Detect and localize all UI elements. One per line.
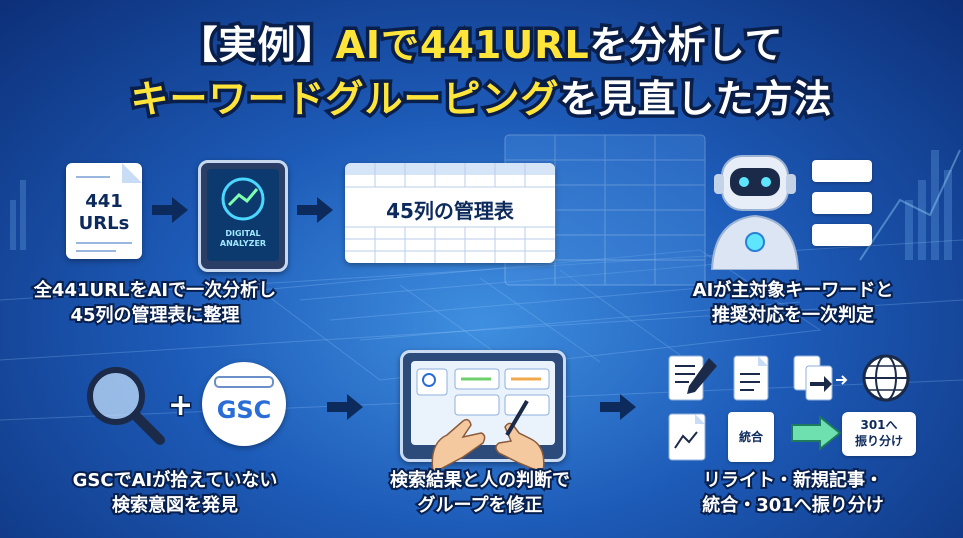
arrow-right-icon [297, 197, 333, 223]
caption-step-4: 検索結果と人の判断で グループを修正 [355, 468, 605, 518]
result-card-icon [812, 192, 872, 214]
title-line-2: キーワードグルーピングを見直した方法 [0, 68, 963, 125]
arrow-right-icon [327, 394, 363, 420]
redirect-document-icon [793, 355, 848, 401]
redirect-card: 301へ 振り分け [842, 412, 916, 456]
title-highlight-2: キーワードグルーピング [127, 74, 562, 125]
caption-step-2: AIが主対象キーワードと 推奨対応を一次判定 [658, 278, 928, 328]
analyzer-label-2: ANALYZER [219, 239, 267, 248]
digital-analyzer-device: DIGITAL ANALYZER [198, 160, 288, 272]
result-card-icon [812, 224, 872, 246]
caption-step-1: 全441URLをAIで一次分析し 45列の管理表に整理 [20, 278, 290, 328]
caption-step-3-line-2: 検索意図を発見 [110, 493, 240, 518]
gsc-label: GSC [216, 396, 272, 424]
document-fold [76, 163, 142, 252]
chart-document-icon [668, 413, 706, 461]
caption-step-3: GSCでAIが拾えていない 検索意図を発見 [40, 468, 310, 518]
urls-count: 441 [85, 191, 123, 212]
title-line-1: 【実例】AIで441URLを分析して [0, 14, 963, 71]
tablet-screen [416, 368, 550, 416]
plus-icon: + [166, 387, 194, 425]
globe-icon [862, 354, 910, 402]
caption-step-5-line-1: リライト・新規記事・ [701, 468, 885, 493]
redirect-label-1: 301へ [860, 418, 898, 432]
result-card-icon [812, 160, 872, 182]
arrow-right-icon [152, 197, 188, 223]
table-label: 45列の管理表 [386, 199, 514, 223]
title-highlight-1: AIで441URL [332, 20, 592, 71]
gsc-search-bar [214, 376, 274, 388]
urls-document-icon: 441 URLs [66, 163, 142, 259]
magnifier-icon [87, 367, 165, 445]
consolidate-document-icon: 統合 [728, 412, 774, 462]
caption-step-5-line-2: 統合・301へ振り分け [700, 493, 886, 518]
management-table-icon: 45列の管理表 [345, 163, 555, 263]
consolidate-label: 統合 [738, 430, 763, 444]
arrow-right-icon [600, 394, 636, 420]
hands-icon [431, 399, 545, 473]
caption-step-1-line-2: 45列の管理表に整理 [68, 303, 241, 328]
tablet-grouping-icon [400, 350, 566, 473]
ai-result-cards [812, 160, 872, 246]
title-suffix-1: を分析して [586, 20, 786, 71]
caption-step-5: リライト・新規記事・ 統合・301へ振り分け [658, 468, 928, 518]
caption-step-4-line-1: 検索結果と人の判断で [388, 468, 572, 493]
analyzer-gauge-icon [221, 177, 265, 221]
rewrite-document-icon [668, 355, 717, 401]
title-prefix: 【実例】 [176, 20, 338, 71]
title-suffix-2: を見直した方法 [556, 74, 835, 125]
gsc-icon: GSC [202, 362, 286, 446]
redirect-arrow-icon [791, 415, 842, 451]
caption-step-2-line-1: AIが主対象キーワードと [691, 278, 896, 303]
new-article-icon [733, 355, 769, 401]
caption-step-1-line-1: 全441URLをAIで一次分析し [32, 278, 278, 303]
table-grid [345, 163, 555, 263]
redirect-label-2: 振り分け [854, 434, 903, 448]
analyzer-label-1: DIGITAL [225, 229, 261, 238]
urls-label: URLs [78, 213, 130, 234]
caption-step-2-line-2: 推奨対応を一次判定 [710, 303, 876, 328]
caption-step-4-line-2: グループを修正 [416, 493, 545, 518]
ai-robot-icon [710, 155, 800, 270]
caption-step-3-line-1: GSCでAIが拾えていない [71, 468, 280, 493]
